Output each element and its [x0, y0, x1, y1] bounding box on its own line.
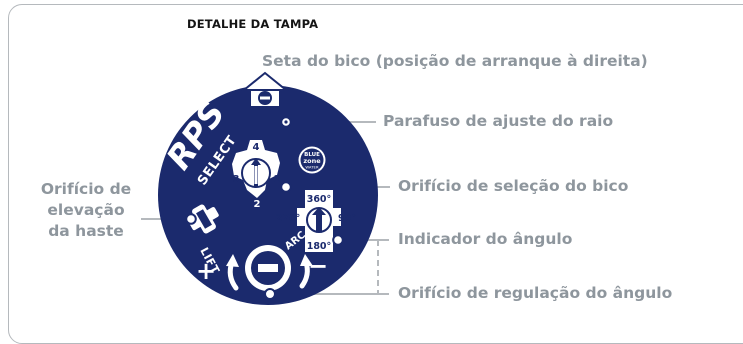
blue-zone-logo: BLUE zone WATER: [298, 146, 326, 174]
callout-nozzle-arrow: Seta do bico (posição de arranque à dire…: [262, 52, 648, 70]
arc-adjust-hole-marker: [264, 288, 276, 300]
callout-stem-lift-line-3: da haste: [48, 222, 124, 240]
nozzle-arrow-icon: [241, 71, 289, 108]
clockwise-arrowhead-icon: [300, 254, 313, 266]
stem-lift-icon: [185, 204, 219, 234]
callout-stem-lift-line-2: elevação: [47, 201, 125, 219]
arc-degree-180: 180°: [307, 241, 332, 252]
nozzle-selection-hole-marker: [280, 181, 292, 193]
section-title: DETALHE DA TAMPA: [187, 17, 319, 31]
svg-text:zone: zone: [303, 157, 321, 165]
arc-adjust-knob: [245, 245, 291, 291]
arc-indicator-dial: 360° 270° 90° 180°: [276, 190, 356, 252]
callout-radius-screw: Parafuso de ajuste do raio: [383, 112, 614, 130]
nozzle-position-3: 3: [233, 174, 240, 185]
callout-arc-adjust: Orifício de regulação do ângulo: [398, 284, 673, 302]
nozzle-position-4: 4: [253, 142, 260, 153]
arc-indicator-marker: [332, 234, 344, 246]
nozzle-position-1: 1: [274, 174, 281, 185]
counterclockwise-arrowhead-icon: [226, 254, 239, 267]
callout-arc-indicator: Indicador do ângulo: [398, 230, 573, 248]
cap-detail-diagram: RPS SELECT 4 3 1 2 BLUE zone WATER 360° …: [141, 71, 390, 305]
nozzle-selection-dial: 4 3 1 2: [232, 140, 292, 210]
radius-screw-icon: [280, 116, 292, 128]
arc-degree-90: 90°: [338, 213, 356, 224]
callout-stem-lift: Orifício de elevação da haste: [22, 179, 150, 242]
nozzle-position-2: 2: [254, 199, 261, 210]
callout-nozzle-selection: Orifício de seleção do bico: [398, 177, 629, 195]
arc-degree-270: 270°: [276, 213, 301, 224]
plus-sign: +: [196, 257, 216, 285]
arc-degree-360: 360°: [307, 194, 332, 205]
callout-stem-lift-line-1: Orifício de: [40, 180, 132, 198]
svg-text:BLUE: BLUE: [304, 152, 320, 158]
svg-text:WATER: WATER: [305, 165, 319, 170]
minus-sign: −: [308, 252, 328, 280]
